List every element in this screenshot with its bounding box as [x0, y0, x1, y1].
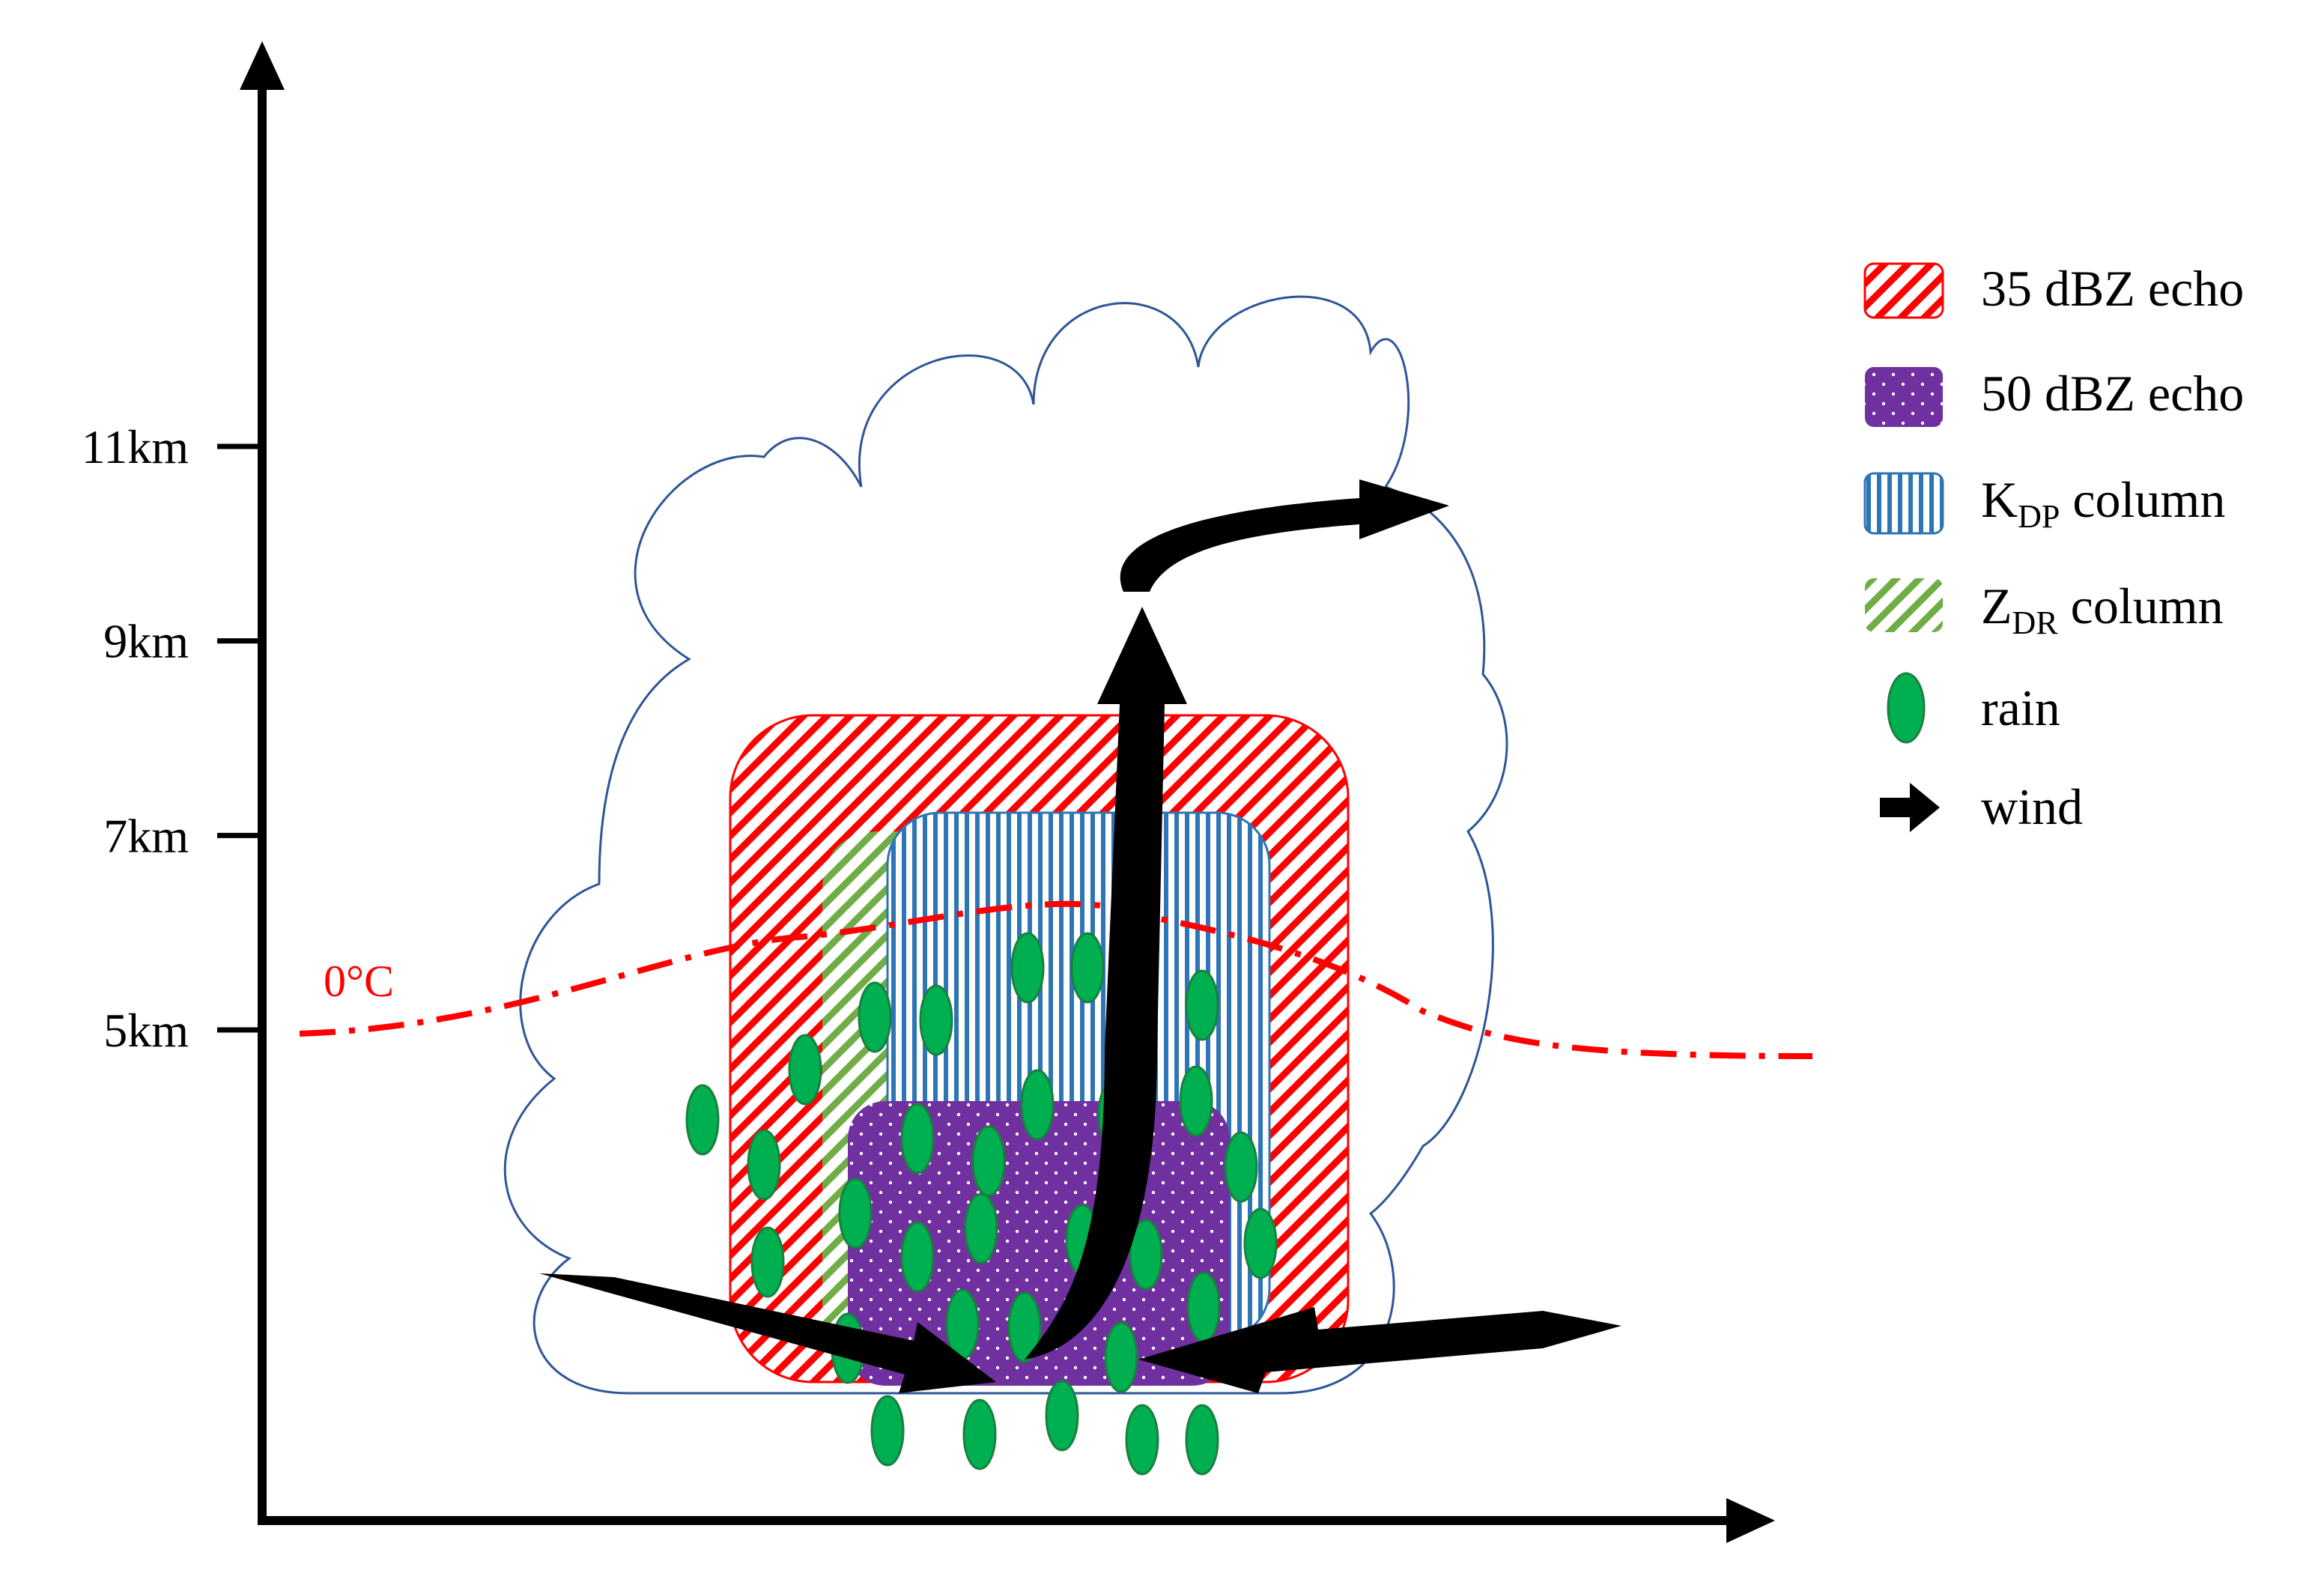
x-axis-arrowhead [1726, 1498, 1775, 1543]
legend-swatch-50dbz [1865, 367, 1943, 427]
y-tick-label: 9km [103, 615, 189, 668]
y-axis-ticks: 11km 9km 7km 5km [82, 420, 262, 1057]
rain-drop [1007, 1291, 1042, 1363]
y-tick-label: 7km [103, 809, 189, 862]
legend-label-50dbz: 50 dBZ echo [1981, 365, 2244, 422]
y-axis-arrowhead [240, 41, 285, 90]
legend-label-rain: rain [1981, 679, 2060, 736]
wind-arrows [539, 479, 1621, 1393]
rain-drop [858, 981, 892, 1053]
legend-label-zdr: ZDR column [1981, 578, 2224, 641]
rain-drop [964, 1192, 998, 1264]
rain-drop [1104, 1321, 1138, 1393]
rain-drop [1179, 1065, 1213, 1137]
cloud-outline [503, 295, 1508, 1395]
axes: 11km 9km 7km 5km [82, 41, 1775, 1543]
legend-swatch-zdr [1865, 578, 1943, 632]
legend-swatch-kdp [1863, 472, 1944, 535]
rain-drop [788, 1034, 822, 1106]
rain-drop [1243, 1207, 1278, 1279]
rain-drop [838, 1178, 873, 1249]
y-tick-label: 5km [103, 1004, 189, 1057]
rain-drop [870, 1395, 905, 1467]
rain-drop [1185, 1404, 1219, 1476]
rain-drop [1129, 1219, 1163, 1291]
rain-drop [971, 1125, 1006, 1197]
wind-inflow-left-arrow [539, 1273, 996, 1393]
rain-drop [750, 1226, 785, 1298]
legend-label-35dbz: 35 dBZ echo [1981, 260, 2244, 317]
y-tick-label: 11km [82, 420, 189, 473]
rain-drop [900, 1103, 935, 1175]
rain-drop [1010, 932, 1045, 1004]
legend-rain-icon [1887, 672, 1926, 744]
legend: 35 dBZ echo 50 dBZ echo KDP column ZDR c… [1863, 260, 2244, 835]
rain-drop [1070, 932, 1105, 1004]
rain-drop [1186, 1271, 1221, 1343]
rain-drop [747, 1129, 781, 1201]
rain-drop [919, 984, 953, 1056]
legend-label-kdp: KDP column [1981, 471, 2225, 535]
freezing-level-label: 0°C [324, 957, 394, 1006]
wind-inflow-right-arrow [1138, 1307, 1621, 1393]
wind-outflow-arrow [1120, 479, 1449, 592]
legend-label-wind: wind [1981, 778, 2083, 835]
rain-drop [685, 1084, 720, 1156]
legend-swatch-35dbz [1863, 262, 1944, 319]
rain-drop [1125, 1404, 1159, 1476]
rain-drop [1224, 1131, 1258, 1203]
rain-drop [962, 1398, 997, 1470]
wind-updraft-arrow [1025, 607, 1187, 1360]
rain-drop [1045, 1380, 1079, 1452]
legend-wind-icon [1880, 783, 1940, 832]
rain-drop [900, 1221, 935, 1293]
rain-drop [1020, 1069, 1055, 1141]
rain-drop [1185, 969, 1219, 1041]
